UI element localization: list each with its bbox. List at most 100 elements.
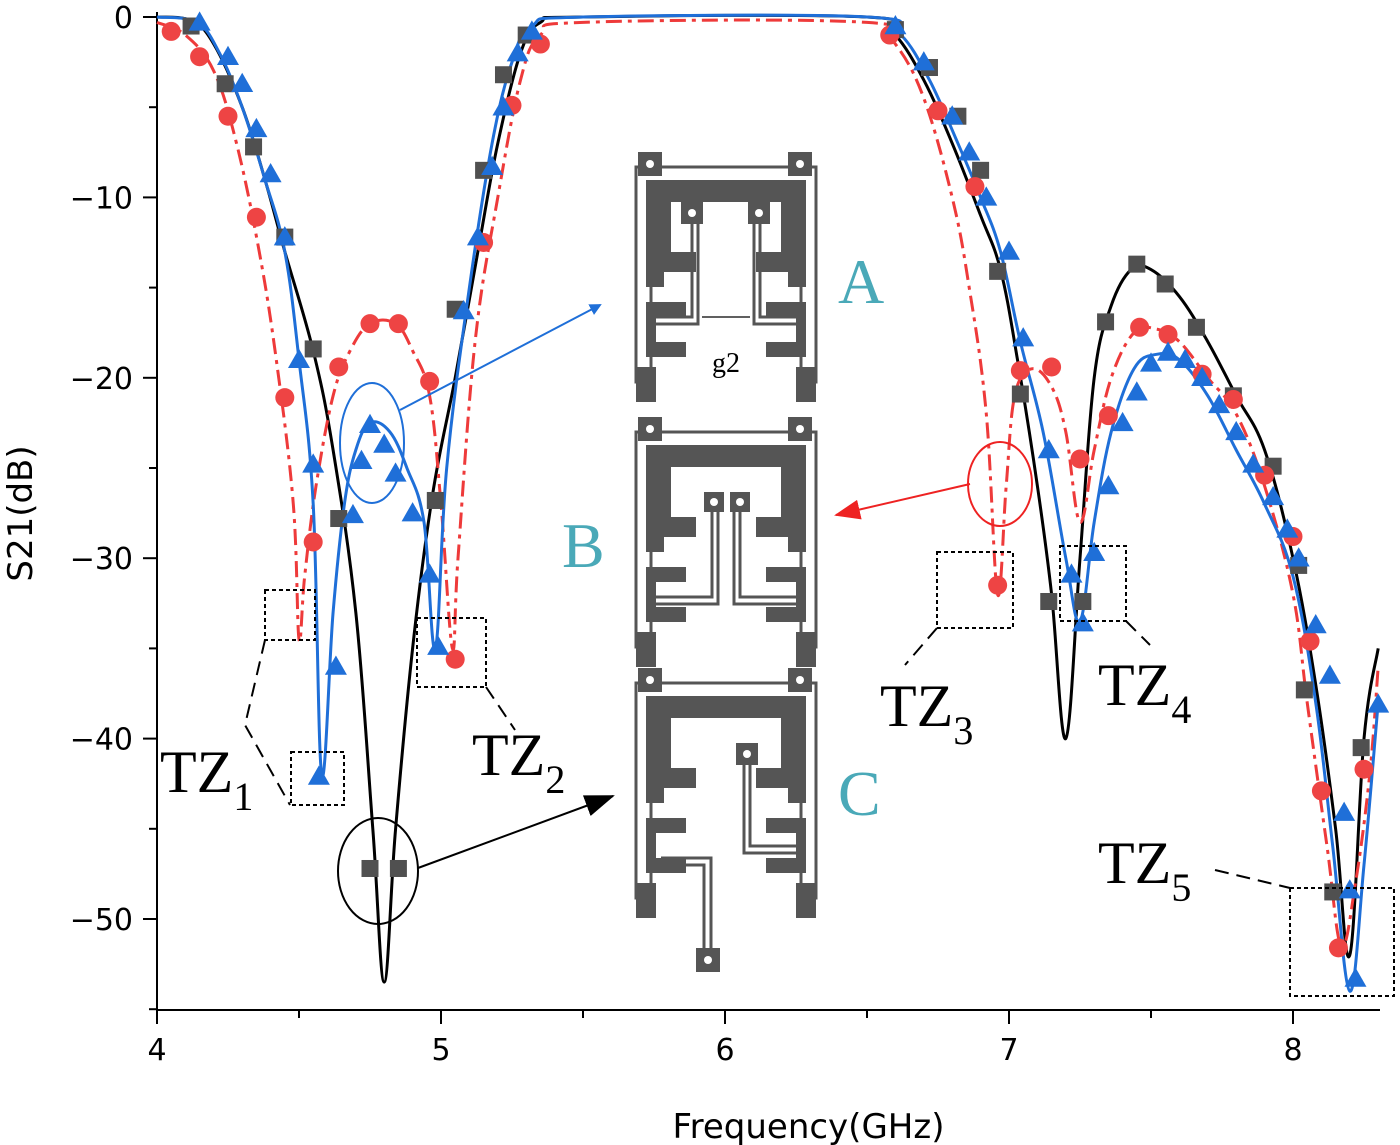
pcb-feed-line [752, 224, 796, 326]
series-1-line [156, 13, 1380, 984]
tz1-label: TZ1 [160, 739, 253, 819]
pcb-inset-A: g2 [634, 152, 818, 402]
tz5-subscript: 5 [1171, 865, 1191, 910]
series-2-circle-marker [965, 177, 985, 197]
pcb-right-arm [756, 180, 806, 287]
series-3-triangle-marker [1174, 348, 1197, 369]
series-2-circle-marker [275, 388, 295, 408]
series-markers [161, 11, 1390, 987]
series-1-square-marker [1324, 883, 1342, 901]
red-pointer-arrow [834, 483, 971, 520]
pcb-via [704, 956, 712, 964]
series-3-triangle-marker [492, 96, 515, 116]
inset-letter-A: A [838, 246, 884, 317]
series-1-square-marker [1011, 385, 1029, 403]
series-3-triangle-marker [1037, 438, 1060, 459]
pcb-feed-line [742, 765, 796, 855]
y-tick-label: −10 [70, 181, 133, 216]
series-1-square-marker [1187, 318, 1205, 336]
x-axis-title: Frequency(GHz) [673, 1107, 945, 1145]
pcb-right-arm [756, 445, 806, 552]
tz5-leader [1214, 869, 1291, 889]
series-2-circle-marker [161, 21, 181, 41]
pcb-top-strip [646, 696, 806, 718]
g2-label: g2 [712, 348, 740, 379]
series-2-circle-marker [1328, 938, 1348, 958]
series-3-triangle-marker [1157, 341, 1180, 361]
pcb-feed-line [656, 224, 694, 319]
series-1-square-marker [304, 340, 322, 358]
series-1-square-marker [245, 138, 263, 156]
tz2-label: TZ2 [472, 722, 565, 802]
series-3-triangle-marker [324, 655, 347, 675]
series-3-triangle-marker [941, 105, 964, 125]
pcb-feed-line [661, 856, 713, 953]
y-tick-label: −20 [70, 362, 133, 397]
series-3-triangle-marker [998, 240, 1020, 260]
series-3-triangle-marker [520, 20, 543, 40]
pcb-top-strip [646, 445, 806, 467]
tz3-leader [904, 627, 938, 666]
series-1-square-marker [1040, 592, 1058, 610]
pcb-via [646, 425, 654, 433]
tz4-subscript: 4 [1171, 687, 1191, 732]
tz1-box-lower [290, 751, 345, 806]
series-2-circle-marker [388, 314, 408, 334]
series-3-triangle-marker [1367, 693, 1390, 713]
series-1-square-marker [1295, 681, 1313, 699]
series-1-square-marker [361, 859, 379, 877]
pcb-feed-line [758, 224, 796, 319]
series-3-triangle-marker [427, 635, 450, 655]
series-3-triangle-marker [288, 348, 310, 369]
pcb-via [755, 209, 763, 217]
series-2-circle-marker [360, 314, 380, 334]
series-2-circle-marker [190, 47, 210, 67]
tz1-subscript: 1 [233, 774, 253, 819]
pcb-right-step [766, 818, 806, 873]
series-2-circle-marker [303, 532, 323, 552]
series-1-square-marker [494, 66, 512, 84]
series-1-square-marker [1128, 255, 1146, 273]
series-3-triangle-marker [958, 141, 981, 161]
red-highlight-ellipse [967, 441, 1033, 527]
pcb-left-step [646, 302, 686, 357]
series-2-circle-marker [1010, 361, 1030, 381]
series-2-circle-marker [445, 649, 465, 669]
pcb-via [646, 676, 654, 684]
series-2-circle-marker [988, 575, 1008, 595]
series-2-circle-marker [1223, 389, 1243, 409]
series-3-triangle-marker [1140, 352, 1162, 372]
series-3-triangle-marker [401, 502, 424, 522]
tz2-leader [485, 686, 516, 731]
series-2-circle-marker [1300, 631, 1320, 651]
tz1-box-upper [264, 589, 316, 641]
tz4-label: TZ4 [1098, 652, 1191, 732]
tz4-leader [1125, 620, 1151, 646]
pcb-feed-line [656, 512, 714, 599]
pcb-left-foot [636, 367, 656, 402]
y-tick-label: 0 [114, 1, 133, 36]
series-2-circle-marker [218, 106, 238, 126]
tz1-leader [243, 639, 291, 806]
series-1-square-marker [1074, 592, 1092, 610]
series-3-triangle-marker [373, 433, 396, 453]
tz3-box [936, 551, 1014, 629]
pcb-feed-line [656, 512, 720, 606]
pcb-feed-line [661, 863, 706, 953]
pcb-right-foot [796, 367, 816, 402]
series-1-square-marker [1156, 275, 1174, 293]
pcb-via [796, 160, 804, 168]
tz5-label: TZ5 [1098, 830, 1191, 910]
series-2-circle-marker [928, 101, 948, 121]
pcb-right-arm [756, 696, 806, 803]
series-3-triangle-marker [1262, 485, 1285, 506]
series-3-triangle-marker [259, 162, 282, 183]
series-2-circle-marker [1354, 759, 1374, 779]
series-2-circle-marker [1158, 325, 1178, 345]
y-tick-label: −40 [70, 723, 133, 758]
series-3-triangle-marker [1225, 420, 1248, 441]
series-2-circle-marker [1311, 781, 1331, 801]
inset-letter-C: C [838, 758, 881, 829]
series-3-triangle-marker [188, 11, 211, 31]
